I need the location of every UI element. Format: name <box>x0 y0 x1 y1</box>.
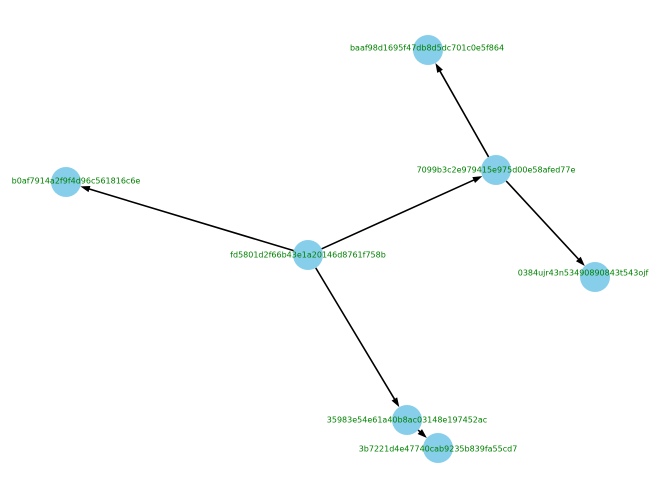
graph-node <box>580 262 610 292</box>
graph-node <box>293 240 323 270</box>
graph-edge-line <box>88 188 294 252</box>
graph-edge-arrowhead <box>472 176 483 184</box>
graph-node <box>481 155 511 185</box>
graph-edge-arrowhead <box>435 63 443 73</box>
graph-node-label: 35983e54e61a40b8ac03148e197452ac <box>327 416 487 425</box>
graph-edge-line <box>315 267 396 401</box>
graph-node-label: 7099b3c2e979415e975d00e58afed77e <box>417 166 576 175</box>
graph-node-label: baaf98d1695f47db8d5dc701c0e5f864 <box>350 44 504 53</box>
graph-node <box>413 35 443 65</box>
graph-node-label: 3b7221d4e47740cab9235b839fa55cd7 <box>359 445 518 454</box>
graph-node-label: fd5801d2f66b43e1a20146d8761f758b <box>230 251 386 260</box>
graph-edge-line <box>438 70 490 158</box>
graph-node-label: b0af7914a2f9f4d96c561816c6e <box>12 177 141 186</box>
graph-node-label: 0384ujr43n53490890843t543ojf <box>518 269 649 278</box>
graph-edge-arrowhead <box>417 429 427 438</box>
graph-edge-line <box>321 178 475 250</box>
graph-node <box>51 167 81 197</box>
graph-node <box>392 405 422 435</box>
graph-edge-arrowhead <box>575 256 585 266</box>
graph-edge-arrowhead <box>391 397 400 408</box>
graph-node <box>423 433 453 463</box>
graph-edge-arrowhead <box>80 185 91 193</box>
graph-edge-line <box>505 180 580 261</box>
